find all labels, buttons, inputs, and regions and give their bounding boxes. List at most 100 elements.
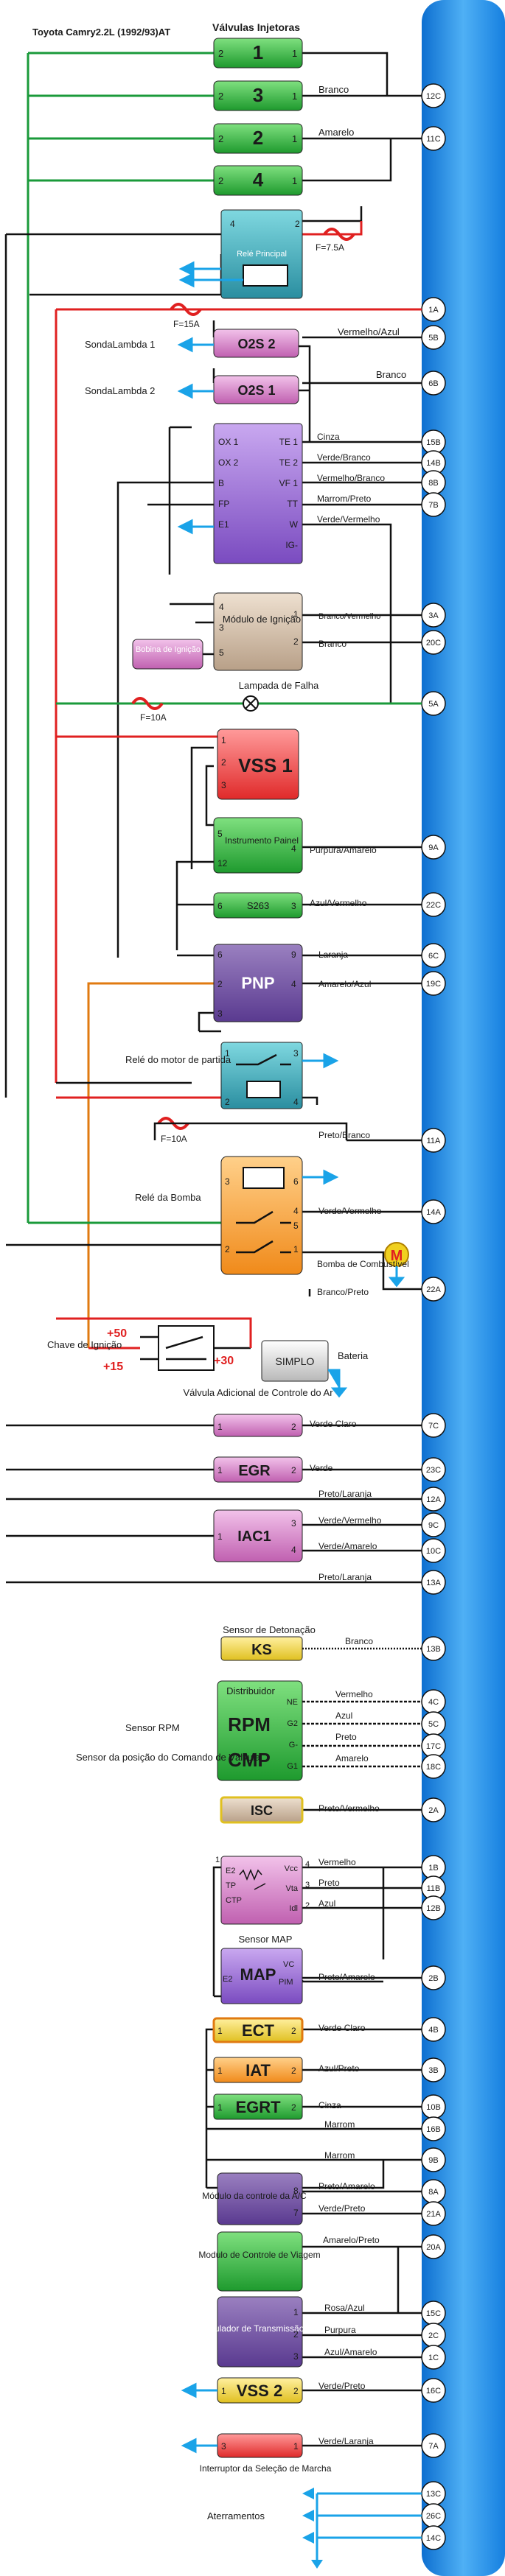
- injectors-label: Válvulas Injetoras: [212, 21, 300, 33]
- s263-sensor: S263 6 3 Azul/Vermelho: [213, 892, 367, 919]
- ecu-pin-26c: 26C: [421, 2503, 446, 2528]
- vss2-name: VSS 2: [237, 2382, 282, 2400]
- ecu-pin-label-7b: 7B: [428, 501, 438, 510]
- starter-relay-wires: [56, 1030, 332, 1105]
- diag-right-pin-2: VF 1: [279, 478, 299, 488]
- cruise-wire: Amarelo/Preto: [323, 2235, 380, 2245]
- ect-pin-2: 2: [291, 2026, 296, 2036]
- diag-left-pin-3: FP: [218, 499, 229, 509]
- ecu-pin-label-19c: 19C: [426, 980, 441, 989]
- ecu-pin-3a: 3A: [421, 603, 446, 628]
- iac1-pin-4: 4: [291, 1545, 296, 1555]
- ecu-pin-label-7a: 7A: [428, 2442, 439, 2451]
- ecu-pin-label-15c: 15C: [426, 2309, 441, 2318]
- pnp-name: PNP: [241, 974, 274, 992]
- vss2-ground-arrow: [181, 2382, 217, 2398]
- ecu-pin-10b: 10B: [421, 2094, 446, 2119]
- fault-lamp: Lampada de Falha: [239, 680, 319, 712]
- starter-pin-4: 4: [293, 1097, 299, 1107]
- ign-pin-4: 4: [219, 602, 224, 612]
- vss1-sensor: VSS 1 1 2 3: [217, 729, 299, 800]
- o2s-1-wire: Branco: [376, 369, 406, 380]
- ecu-pin-13b: 13B: [421, 1636, 446, 1661]
- battery-label: Bateria: [338, 1350, 369, 1361]
- trans-wire-3: Azul/Amarelo: [324, 2347, 377, 2357]
- ecu-pin-label-22c: 22C: [426, 901, 441, 910]
- dist-wire-2: Preto: [335, 1732, 357, 1742]
- iac1-wire-3: Preto/Laranja: [318, 1572, 372, 1582]
- ecu-pin-13a: 13A: [421, 1570, 446, 1595]
- ecu-pin-1b: 1B: [421, 1855, 446, 1880]
- o2s-2-name: O2S 2: [237, 337, 275, 351]
- ecu-pin-7b: 7B: [421, 492, 446, 517]
- main-relay-wires: [4, 206, 363, 1098]
- ecu-pin-label-12a: 12A: [426, 1495, 441, 1504]
- ecu-pin-label-22a: 22A: [426, 1285, 441, 1294]
- gear-switch-label: Interruptor da Seleção de Marcha: [200, 2463, 332, 2474]
- ecu-pin-1c: 1C: [421, 2345, 446, 2370]
- egr-ext-wire: Preto/Laranja: [318, 1489, 372, 1499]
- ecu-pin-3b: 3B: [421, 2057, 446, 2082]
- iac1-pin-3: 3: [291, 1518, 296, 1529]
- ecu-pin-12a: 12A: [421, 1487, 446, 1512]
- ecu-pin-5a: 5A: [421, 691, 446, 716]
- trans-name: Modulador de Transmissão: [198, 2323, 304, 2334]
- temp-sensor-wires: [205, 2028, 422, 2189]
- ecu-pin-22a: 22A: [421, 1277, 446, 1302]
- tps-num-1: 4: [305, 1860, 310, 1869]
- diag-wires: [116, 426, 422, 958]
- iat-pin-1: 1: [217, 2066, 223, 2076]
- map-pin-pim: PIM: [279, 1978, 293, 1987]
- ecu-pin-9c: 9C: [421, 1512, 446, 1537]
- ecu-pin-label-8b: 8B: [428, 479, 438, 488]
- diag-right-pin-1: TE 2: [279, 457, 299, 468]
- fuse-15a-label: F=15A: [173, 319, 200, 329]
- ac-wire-1: Preto/Amarelo: [318, 2181, 375, 2191]
- ip-pin-12: 12: [217, 858, 228, 868]
- injector-4-number: 4: [253, 169, 264, 191]
- o2s-1-ground-arrow: [177, 383, 214, 399]
- vss1-wires: [175, 746, 422, 950]
- iac1-name: IAC1: [237, 1529, 271, 1545]
- isc-name: ISC: [251, 1803, 273, 1818]
- main-relay: Relé Principal 4 2: [220, 209, 303, 299]
- diag-wire-1: Verde/Branco: [317, 452, 371, 463]
- ecu-pin-label-16b: 16B: [426, 2125, 441, 2134]
- vss2-sensor: VSS 2 1 2 Verde/Preto: [217, 2377, 366, 2404]
- map-sensor: Sensor MAP MAP E2 VC PIM Preto/Amarelo: [220, 1934, 375, 2004]
- diag-right-pin-4: W: [290, 519, 299, 530]
- fuse-15a: F=15A: [170, 303, 202, 329]
- ground-wires-bottom: [316, 2492, 422, 2560]
- o2s-2-wire: Vermelho/Azul: [338, 326, 400, 337]
- injector-3: 3 2 1 Branco: [213, 80, 349, 111]
- ecu-pin-16b: 16B: [421, 2116, 446, 2141]
- s263-wire: Azul/Vermelho: [310, 898, 367, 908]
- ecu-pin-label-20a: 20A: [426, 2243, 441, 2252]
- ground-wire-9b: Marrom: [324, 2150, 355, 2161]
- dist-pin-2: G-: [289, 1741, 299, 1749]
- grounds-label: Aterramentos: [207, 2510, 265, 2521]
- tps-wires: [212, 1866, 422, 1998]
- ect-sensor: ECT 1 2 Verde Claro: [212, 2017, 366, 2043]
- egr-pin-2: 2: [291, 1465, 296, 1475]
- ign-module-wires: [170, 603, 422, 644]
- diag-right-pin-0: TE 1: [279, 437, 299, 447]
- ecu-pin-14c: 14C: [421, 2525, 446, 2550]
- ignition-module: Módulo de Ignição 4 3 5 1 2 Branco/Verme…: [213, 592, 380, 671]
- pump-wire-2: Verde/Vermelho: [318, 1206, 382, 1216]
- ip-pin-4: 4: [291, 843, 296, 854]
- ecu-pin-label-10b: 10B: [426, 2103, 441, 2112]
- idle-valve-label: Válvula Adicional de Controle do Ar: [183, 1387, 333, 1398]
- red-feed-wire: [55, 221, 422, 1083]
- distributor-wires: [302, 1700, 422, 1768]
- ecu-pin-label-11b: 11B: [427, 1884, 441, 1893]
- ground-arrows-bottom: [302, 2488, 323, 2569]
- ecu-pin-17c: 17C: [421, 1733, 446, 1758]
- pnp-wires: [177, 954, 422, 1031]
- starter-ground-arrow: [302, 1053, 339, 1069]
- ac-wire-2: Verde/Preto: [318, 2203, 366, 2214]
- fuse-10a-lamp-label: F=10A: [140, 712, 167, 723]
- ecu-pin-2c: 2C: [421, 2323, 446, 2348]
- vss2-pin-1: 1: [221, 2386, 226, 2396]
- tps-wire-0: Vermelho: [318, 1857, 356, 1867]
